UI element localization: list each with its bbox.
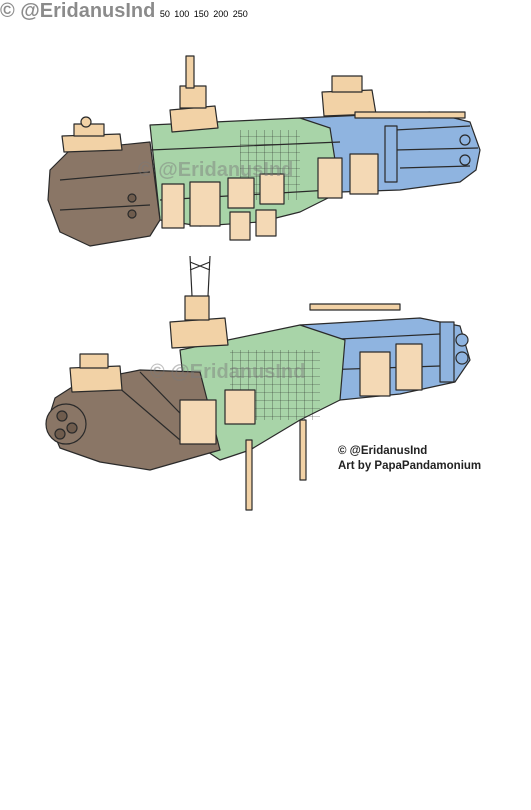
watermark-text: © @EridanusInd	[150, 361, 305, 383]
ship-view-top: © @EridanusInd	[47, 55, 481, 247]
ship-view-bottom: © @EridanusInd	[0, 0, 160, 22]
credit-artist: Art by PapaPandamonium	[338, 460, 482, 472]
scale-label-250: 250	[232, 9, 248, 19]
watermark-text: © @EridanusInd	[138, 159, 293, 181]
watermark-text: © @EridanusInd	[0, 0, 156, 22]
scale-label-50: 50	[159, 9, 170, 19]
scale-bar: 50 100 150 200 250	[160, 4, 248, 21]
ship-view-middle: © @EridanusInd	[45, 255, 471, 511]
scale-label-200: 200	[213, 9, 229, 19]
scale-label-100: 100	[174, 9, 190, 19]
scale-label-150: 150	[193, 9, 209, 19]
credit-handle: © @EridanusInd	[338, 445, 428, 457]
